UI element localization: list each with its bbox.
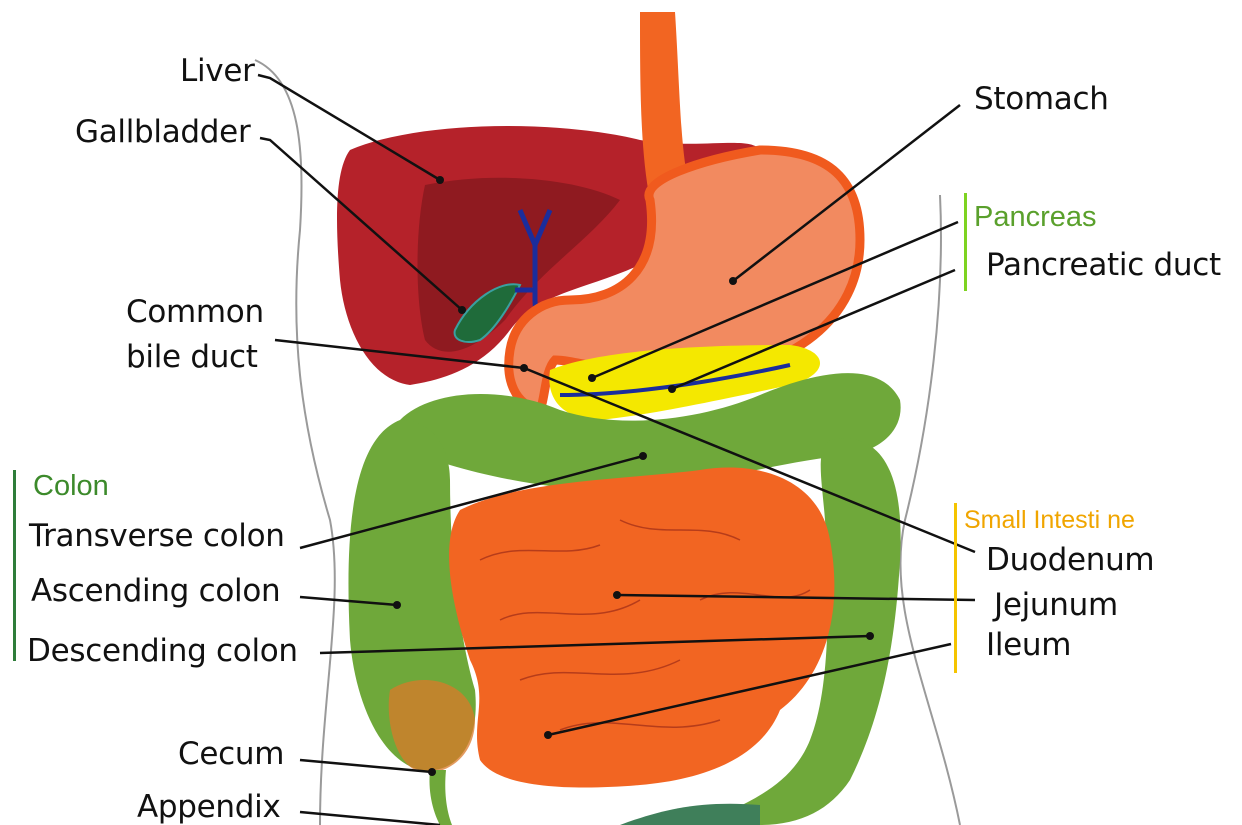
label-colon: Colon	[33, 472, 109, 501]
label-ascending-colon: Ascending colon	[31, 576, 280, 607]
label-small-intestine: Small Intesti ne	[964, 508, 1135, 533]
small-intestine-group-bar	[954, 503, 957, 673]
colon-bottom-shape	[620, 804, 760, 825]
label-cecum: Cecum	[178, 739, 284, 770]
label-appendix: Appendix	[137, 792, 281, 823]
label-transverse-colon: Transverse colon	[29, 521, 285, 552]
label-pancreatic-duct: Pancreatic duct	[986, 250, 1221, 281]
label-pancreas: Pancreas	[974, 203, 1097, 232]
label-gallbladder: Gallbladder	[75, 117, 250, 148]
colon-group-bar	[13, 470, 16, 661]
label-ileum: Ileum	[986, 630, 1071, 661]
label-descending-colon: Descending colon	[27, 636, 298, 667]
pancreas-group-bar	[964, 193, 967, 291]
label-common-bile-duct-line2: bile duct	[126, 342, 258, 373]
label-common-bile-duct-line1: Common	[126, 297, 264, 328]
appendix-shape	[429, 770, 452, 825]
label-duodenum: Duodenum	[986, 545, 1154, 576]
label-liver: Liver	[180, 56, 255, 87]
label-stomach: Stomach	[974, 84, 1109, 115]
body-outline-left	[255, 60, 335, 825]
label-jejunum: Jejunum	[994, 590, 1118, 621]
small-intestine-shape	[449, 468, 834, 788]
